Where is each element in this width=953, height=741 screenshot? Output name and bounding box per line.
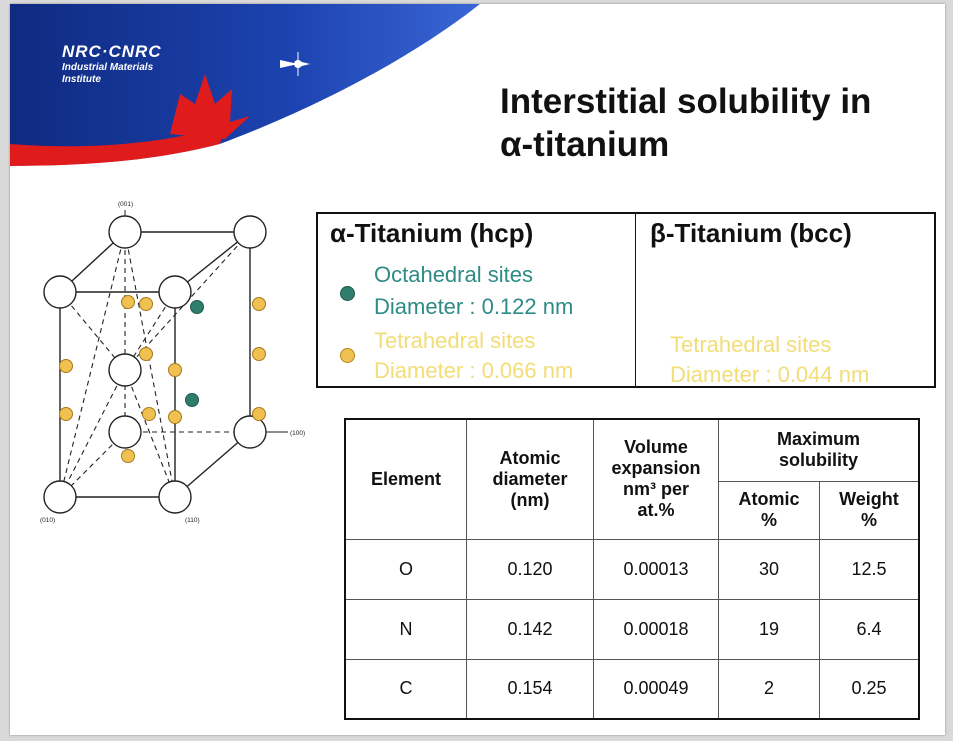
institute-logo: NRC·CNRC Industrial Materials Institute xyxy=(62,42,162,86)
header-atomic-diameter: Atomic diameter (nm) xyxy=(466,418,594,540)
logo-line-2: Institute xyxy=(62,74,101,85)
interstitial-sites-panel: α-Titanium (hcp) Octahedral sites Diamet… xyxy=(316,212,936,388)
axis-label-001: (001) xyxy=(118,201,133,208)
hcp-unit-cell-diagram: (001) (100) (010) (110) xyxy=(40,201,305,524)
header-atomic-pct: Atomic % xyxy=(718,480,820,540)
sparkle-icon xyxy=(280,52,310,76)
header-volume-expansion: Volume expansion nm³ per at.% xyxy=(593,418,719,540)
cell-expansion: 0.00049 xyxy=(593,658,719,720)
nrc-banner xyxy=(10,4,490,172)
beta-tetrahedral-diameter: Diameter : 0.044 nm xyxy=(670,362,870,387)
tetrahedral-dot-icon xyxy=(340,348,355,363)
alpha-heading: α-Titanium (hcp) xyxy=(330,218,534,248)
cell-diameter: 0.120 xyxy=(466,538,594,600)
cell-element: N xyxy=(344,598,467,660)
axis-label-100: (100) xyxy=(290,430,305,437)
cell-weight: 0.25 xyxy=(818,658,920,720)
beta-titanium-column: β-Titanium (bcc) Tetrahedral sites Diame… xyxy=(636,214,934,387)
title-line-2: α-titanium xyxy=(500,125,670,164)
octahedral-diameter: Diameter : 0.122 nm xyxy=(374,294,574,319)
cell-diameter: 0.142 xyxy=(466,598,594,660)
cell-expansion: 0.00018 xyxy=(593,598,719,660)
table-row: N 0.142 0.00018 19 6.4 xyxy=(344,598,920,660)
cell-expansion: 0.00013 xyxy=(593,538,719,600)
slide: NRC·CNRC Industrial Materials Institute … xyxy=(10,4,945,735)
octahedral-label: Octahedral sites xyxy=(374,262,533,287)
cell-weight: 12.5 xyxy=(818,538,920,600)
cell-atomic: 19 xyxy=(718,598,820,660)
logo-line-1: Industrial Materials xyxy=(62,62,154,73)
alpha-tetrahedral-diameter: Diameter : 0.066 nm xyxy=(374,358,574,383)
cell-element: C xyxy=(344,658,467,720)
header-max-solubility: Maximum solubility xyxy=(718,418,920,482)
solubility-table: Element Atomic diameter (nm) Volume expa… xyxy=(344,418,920,720)
alpha-titanium-column: α-Titanium (hcp) Octahedral sites Diamet… xyxy=(318,214,636,386)
table-row: O 0.120 0.00013 30 12.5 xyxy=(344,538,920,600)
cell-weight: 6.4 xyxy=(818,598,920,660)
logo-mark: NRC·CNRC xyxy=(62,42,162,61)
cell-diameter: 0.154 xyxy=(466,658,594,720)
alpha-tetrahedral-label: Tetrahedral sites xyxy=(374,328,536,353)
table-subheader-row: Atomic % Weight % xyxy=(345,480,920,540)
header-weight-pct: Weight % xyxy=(818,480,920,540)
table-header-row: Element Atomic diameter (nm) Volume expa… xyxy=(344,418,920,540)
octahedral-dot-icon xyxy=(340,286,355,301)
beta-heading: β-Titanium (bcc) xyxy=(650,218,852,248)
title-line-1: Interstitial solubility in xyxy=(500,82,872,121)
beta-tetrahedral-label: Tetrahedral sites xyxy=(670,332,832,357)
axis-label-110: (110) xyxy=(185,517,200,524)
cell-atomic: 30 xyxy=(718,538,820,600)
header-element: Element xyxy=(344,418,467,540)
axis-label-010: (010) xyxy=(40,517,55,524)
cell-atomic: 2 xyxy=(718,658,820,720)
table-row: C 0.154 0.00049 2 0.25 xyxy=(344,658,920,720)
slide-title: Interstitial solubility in α-titanium xyxy=(500,80,940,166)
cell-element: O xyxy=(344,538,467,600)
